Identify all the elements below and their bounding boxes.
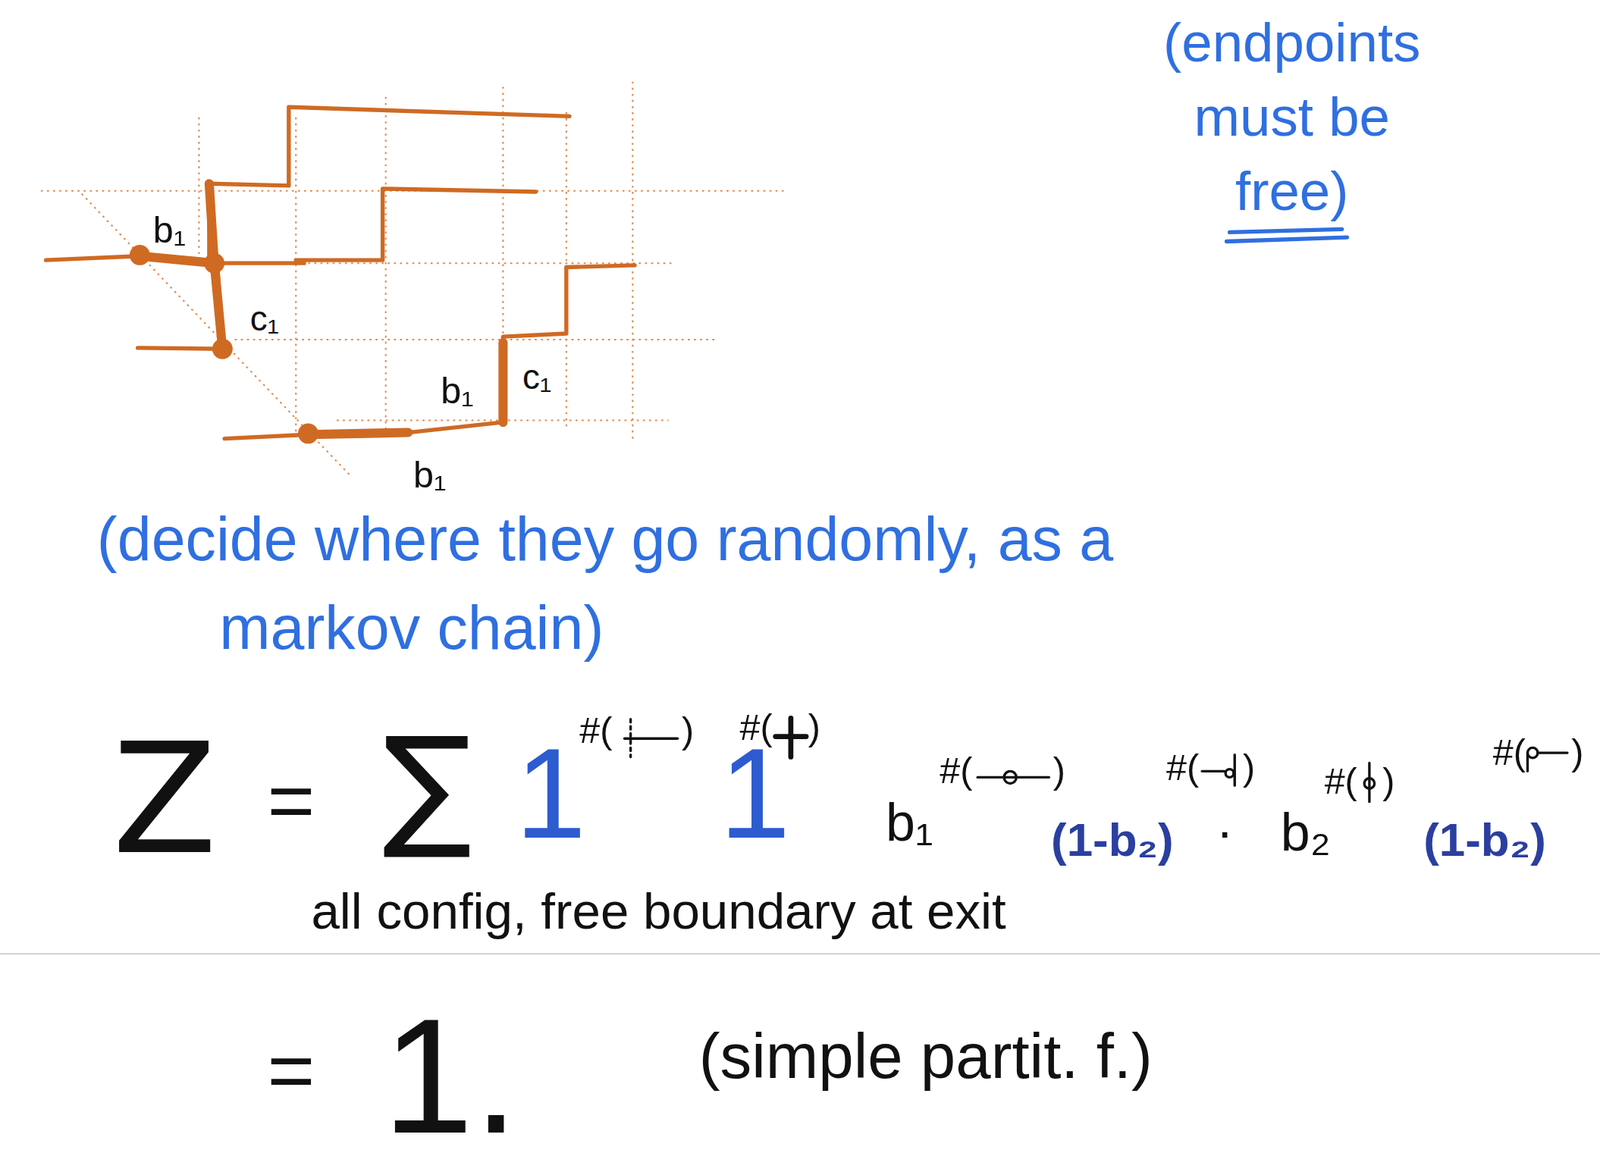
formula-weight: 1 — [515, 729, 587, 857]
underline-stroke — [1226, 237, 1348, 242]
step-label: b₁ — [440, 372, 474, 409]
step-label: c₁ — [522, 359, 552, 395]
formula-result: 1. — [382, 994, 520, 1158]
formula-weight: b₂ — [1280, 806, 1331, 860]
superscript: ) — [808, 709, 821, 746]
step-label: c₁ — [250, 301, 280, 336]
superscript: ) — [1242, 749, 1255, 787]
handwritten-note: (decide where they go randomly, as a mar… — [97, 495, 1240, 673]
superscript: #( — [1166, 749, 1199, 787]
handwritten-note: (endpoints must be free) — [1163, 5, 1421, 229]
formula-weight: b₁ — [885, 796, 934, 850]
formula-weight: (1-b₂) — [1423, 816, 1547, 864]
superscript: #( — [1324, 763, 1358, 800]
step-label: b₁ — [153, 212, 186, 249]
formula-weight: 1 — [719, 729, 791, 857]
formula-symbol: ∑ — [382, 719, 473, 853]
page-divider — [0, 953, 1600, 955]
formula-symbol: Z — [112, 722, 217, 876]
formula-symbol: = — [267, 1030, 316, 1113]
superscript: #( — [740, 709, 773, 746]
superscript: #( — [579, 712, 612, 749]
highlighted-steps — [139, 183, 503, 435]
formula-weight: (1-b₂) — [1050, 816, 1174, 864]
superscript: #( — [939, 752, 973, 790]
underline-stroke — [1229, 229, 1343, 233]
formula-note: (simple partit. f.) — [699, 1025, 1153, 1089]
superscript: ) — [1382, 763, 1395, 800]
lattice-paths — [46, 106, 635, 439]
start-dots — [129, 244, 319, 444]
superscript: #( — [1493, 734, 1526, 772]
step-label: b₁ — [413, 457, 446, 494]
superscript: ) — [1053, 752, 1066, 790]
superscript: ) — [681, 712, 694, 749]
superscript: ) — [1571, 734, 1584, 772]
formula-note: all config, free boundary at exit — [310, 885, 1006, 937]
lattice-grid — [40, 81, 786, 478]
formula-symbol: · — [1216, 806, 1233, 857]
formula-symbol: = — [267, 760, 316, 843]
underline — [1226, 229, 1348, 242]
